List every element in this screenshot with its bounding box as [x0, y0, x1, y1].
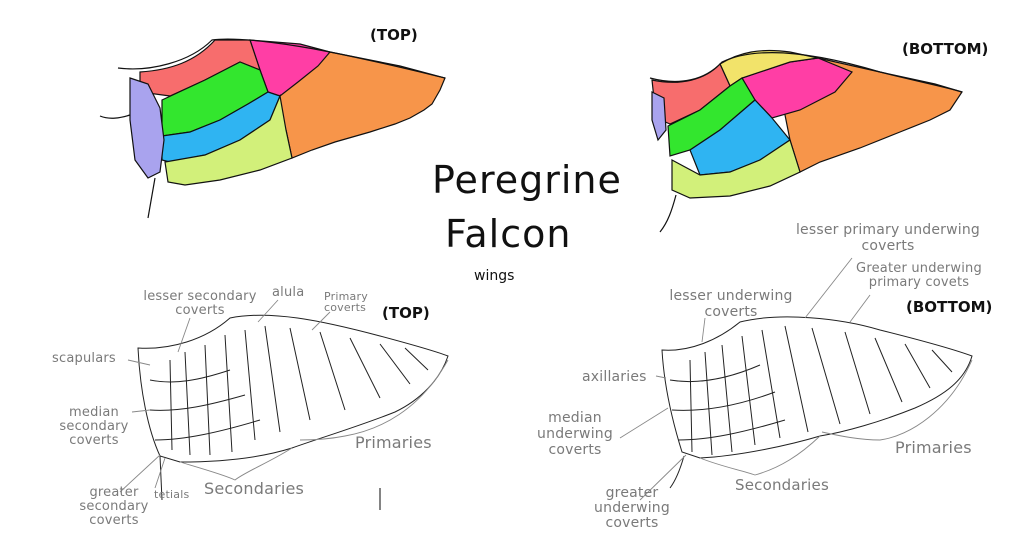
lineart-top-wing	[137, 314, 449, 501]
label-greater-underwing-primary-coverts: Greater underwing primary covets	[856, 261, 982, 290]
page-title-line2: Falcon	[445, 212, 572, 256]
label-median-underwing-coverts: median underwing coverts	[537, 410, 613, 458]
lineart-bottom-wing	[661, 316, 973, 489]
label-alula: alula	[272, 285, 305, 300]
label-primary-coverts: Primary coverts	[324, 290, 368, 314]
region-scapulars	[129, 77, 165, 179]
label-median-secondary-coverts: median secondary coverts	[59, 405, 129, 448]
label-top-secondaries: Secondaries	[204, 479, 305, 498]
colored-top-wing	[99, 38, 446, 219]
label-bottom-primaries: Primaries	[895, 438, 972, 457]
region-secondaries	[164, 93, 293, 186]
tag-bottom-labeled: (BOTTOM)	[906, 298, 993, 316]
wing-leading-edge	[649, 51, 963, 93]
wing-leading-edge	[117, 38, 446, 79]
label-greater-underwing-coverts: greater underwing coverts	[594, 485, 670, 531]
tag-top-colored: (TOP)	[370, 26, 418, 44]
label-scapulars: scapulars	[52, 351, 116, 366]
label-lesser-underwing-coverts: lesser underwing coverts	[669, 288, 793, 320]
page-title-line1: Peregrine	[432, 158, 622, 202]
bottom-leader-lines	[619, 257, 973, 501]
colored-bottom-wing	[649, 49, 963, 233]
label-axillaries: axillaries	[582, 369, 647, 385]
wing-shaft-line	[659, 194, 677, 233]
region-scapulars	[651, 91, 667, 142]
wing-shaft-line	[147, 177, 156, 219]
tag-top-labeled: (TOP)	[382, 304, 430, 322]
label-lesser-secondary-coverts: lesser secondary coverts	[143, 289, 257, 318]
label-tertials: tetials	[154, 488, 190, 501]
region-secondaries	[671, 139, 801, 199]
label-bottom-secondaries: Secondaries	[735, 476, 829, 494]
label-top-primaries: Primaries	[355, 433, 432, 452]
label-lesser-primary-underwing-coverts: lesser primary underwing coverts	[795, 222, 981, 254]
wing-tail-stub	[99, 114, 131, 119]
top-leader-lines	[119, 299, 449, 493]
label-greater-secondary-coverts: greater secondary coverts	[79, 485, 149, 528]
tag-bottom-colored: (BOTTOM)	[902, 40, 989, 58]
page-subtitle: wings	[474, 268, 515, 284]
